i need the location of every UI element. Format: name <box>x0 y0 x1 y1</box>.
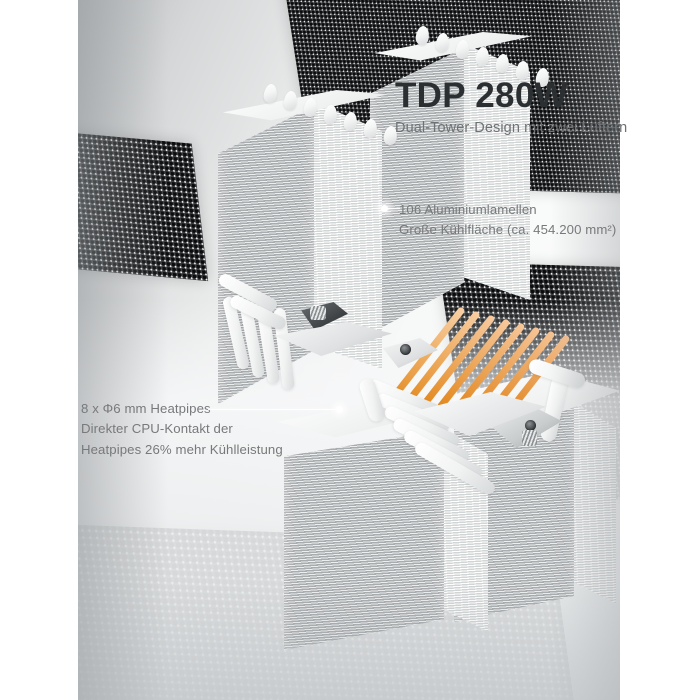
left-vignette <box>78 0 168 700</box>
headline-block: TDP 280W Dual-Tower-Design mit zwei Lüft… <box>395 78 627 137</box>
callout-leader-fins <box>386 208 400 209</box>
upper-rear-tower-face <box>464 44 530 300</box>
product-photo <box>78 0 620 700</box>
right-white-margin <box>620 0 700 700</box>
upper-rear-tower-fins <box>370 48 464 334</box>
lower-spring-screw <box>522 430 537 446</box>
callout-fins-line-1: 106 Aluminiumlamellen <box>399 202 537 217</box>
bottom-vignette <box>78 580 620 700</box>
lower-rear-tower-face <box>574 402 616 604</box>
callout-dot-fins <box>381 205 388 212</box>
callout-dot-heatpipes <box>336 406 343 413</box>
callout-fins: 106 Aluminiumlamellen Große Kühlfläche (… <box>399 200 616 241</box>
bracket-screw <box>400 344 411 355</box>
callout-leader-heatpipes <box>208 409 338 410</box>
upper-spring-screw <box>310 306 326 320</box>
right-vignette <box>550 0 620 700</box>
callout-fins-line-2: Große Kühlfläche (ca. 454.200 mm²) <box>399 222 617 238</box>
lower-front-tower-fins <box>284 430 444 650</box>
page-title: TDP 280W <box>395 76 568 115</box>
left-white-margin <box>0 0 78 700</box>
heatpipe-cap <box>262 83 279 104</box>
callout-heatpipes: 8 x Φ6 mm Heatpipes Direkter CPU-Kontakt… <box>81 399 283 460</box>
callout-heatpipes-line-3: Heatpipes 26% mehr Kühlleistung <box>81 441 283 457</box>
callout-heatpipes-line-1: 8 x Φ6 mm Heatpipes <box>81 401 211 416</box>
headline-subtitle: Dual-Tower-Design mit zwei Lüftern <box>395 120 628 136</box>
bracket-screw <box>525 420 536 431</box>
callout-heatpipes-line-2: Direkter CPU-Kontakt der <box>81 421 233 437</box>
